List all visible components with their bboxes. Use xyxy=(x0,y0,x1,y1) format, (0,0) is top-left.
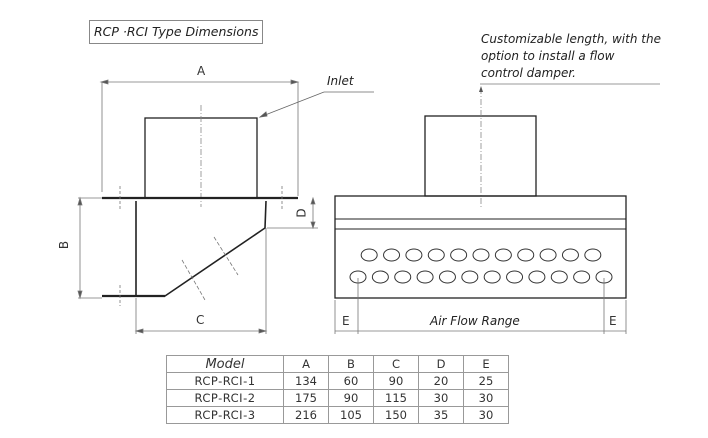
outlet-hole xyxy=(405,248,423,262)
dim-label-a: A xyxy=(197,64,206,78)
front-view xyxy=(334,83,660,334)
header-b: B xyxy=(328,355,374,373)
cell-d: 30 xyxy=(418,389,464,407)
cell-a: 216 xyxy=(283,406,329,424)
outlet-hole xyxy=(517,248,535,262)
cell-model: RCP-RCI-2 xyxy=(166,389,284,407)
outlet-hole xyxy=(483,270,501,284)
dim-label-b: B xyxy=(57,240,72,250)
dimension-c xyxy=(134,228,268,334)
outlet-hole xyxy=(584,248,602,262)
cell-e: 30 xyxy=(463,389,509,407)
cell-d: 35 xyxy=(418,406,464,424)
outlet-hole xyxy=(371,270,389,284)
note-line-3: control damper. xyxy=(481,66,576,80)
front-inlet-duct xyxy=(424,115,537,197)
outlet-hole xyxy=(416,270,434,284)
outlet-hole xyxy=(427,248,445,262)
side-view xyxy=(77,79,374,334)
outlet-hole xyxy=(450,248,468,262)
air-flow-range-label: Air Flow Range xyxy=(430,314,520,328)
outlet-hole xyxy=(561,248,579,262)
cell-b: 105 xyxy=(328,406,374,424)
cell-model: RCP-RCI-1 xyxy=(166,372,284,390)
cell-a: 175 xyxy=(283,389,329,407)
table-row: RCP-RCI-3 216 105 150 35 30 xyxy=(166,406,509,424)
table-row: RCP-RCI-2 175 90 115 30 30 xyxy=(166,389,509,407)
header-e: E xyxy=(463,355,509,373)
outlet-hole xyxy=(360,248,378,262)
header-c: C xyxy=(373,355,419,373)
dim-label-e-left: E xyxy=(342,314,350,328)
plenum-body xyxy=(135,200,267,297)
outlet-hole xyxy=(528,270,546,284)
note-line-1: Customizable length, with the xyxy=(481,32,661,46)
outlet-hole xyxy=(506,270,524,284)
outlet-hole xyxy=(573,270,591,284)
cell-model: RCP-RCI-3 xyxy=(166,406,284,424)
cell-e: 30 xyxy=(463,406,509,424)
dimension-b xyxy=(77,196,102,300)
outlet-hole xyxy=(383,248,401,262)
cell-c: 90 xyxy=(373,372,419,390)
outlet-hole xyxy=(550,270,568,284)
header-model: Model xyxy=(166,355,284,373)
note-line-2: option to install a flow xyxy=(481,49,615,63)
header-d: D xyxy=(418,355,464,373)
outlet-hole xyxy=(394,270,412,284)
table-header-row: Model A B C D E xyxy=(166,355,509,373)
cell-c: 150 xyxy=(373,406,419,424)
dim-label-d: D xyxy=(294,208,309,218)
outlet-hole xyxy=(438,270,456,284)
header-a: A xyxy=(283,355,329,373)
dim-label-e-right: E xyxy=(609,314,617,328)
cell-a: 134 xyxy=(283,372,329,390)
outlet-hole xyxy=(494,248,512,262)
custom-length-note: Customizable length, with the option to … xyxy=(481,31,701,82)
dim-label-c: C xyxy=(196,313,205,327)
table-row: RCP-RCI-1 134 60 90 20 25 xyxy=(166,372,509,390)
cell-b: 90 xyxy=(328,389,374,407)
cell-c: 115 xyxy=(373,389,419,407)
outlet-hole xyxy=(472,248,490,262)
diagram-title: RCP ·RCI Type Dimensions xyxy=(89,20,263,44)
dimensions-table: Model A B C D E RCP-RCI-1 134 60 90 20 2… xyxy=(166,355,509,424)
front-body xyxy=(334,195,627,299)
cell-d: 20 xyxy=(418,372,464,390)
cell-e: 25 xyxy=(463,372,509,390)
inlet-leader xyxy=(258,91,374,118)
dimension-d xyxy=(267,196,318,230)
outlet-holes xyxy=(349,248,613,284)
dimension-a xyxy=(99,79,300,196)
cell-b: 60 xyxy=(328,372,374,390)
outlet-hole xyxy=(539,248,557,262)
outlet-hole xyxy=(461,270,479,284)
inlet-label: Inlet xyxy=(327,74,354,88)
